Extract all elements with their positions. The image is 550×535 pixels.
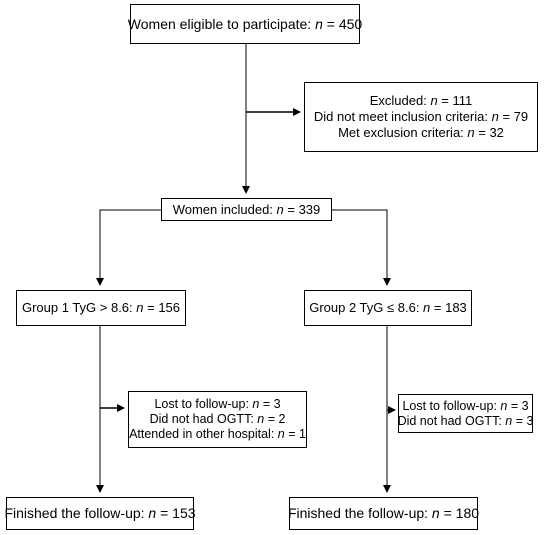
finished-group2-box: Finished the follow-up: n = 180 (288, 497, 479, 530)
lost2-followup: Lost to follow-up: n = 3 (402, 398, 529, 413)
group2-box: Group 2 TyG ≤ 8.6: n = 183 (304, 290, 472, 326)
lost-group1-box: Lost to follow-up: n = 3 Did not had OGT… (128, 391, 307, 448)
lost2-ogtt: Did not had OGTT: n = 3 (397, 413, 534, 428)
excluded-inclusion: Did not meet inclusion criteria: n = 79 (313, 108, 529, 124)
lost1-followup: Lost to follow-up: n = 3 (154, 397, 281, 412)
excluded-exclusion: Met exclusion criteria: n = 32 (338, 125, 504, 141)
connector-included-to-group2 (332, 209, 391, 286)
lost1-ogtt: Did not had OGTT: n = 2 (149, 412, 286, 427)
finished-group1-box: Finished the follow-up: n = 153 (4, 497, 196, 530)
group1-box: Group 1 TyG > 8.6: n = 156 (16, 290, 186, 326)
connector-included-to-group1 (96, 209, 161, 286)
lost-group2-box: Lost to follow-up: n = 3 Did not had OGT… (398, 394, 533, 433)
excluded-box: Excluded: n = 111 Did not meet inclusion… (304, 82, 538, 152)
included-box: Women included: n = 339 (161, 198, 332, 221)
eligible-box: Women eligible to participate: n = 450 (128, 4, 362, 44)
lost1-hospital: Attended in other hospital: n = 1 (129, 426, 306, 441)
excluded-total: Excluded: n = 111 (369, 92, 473, 108)
